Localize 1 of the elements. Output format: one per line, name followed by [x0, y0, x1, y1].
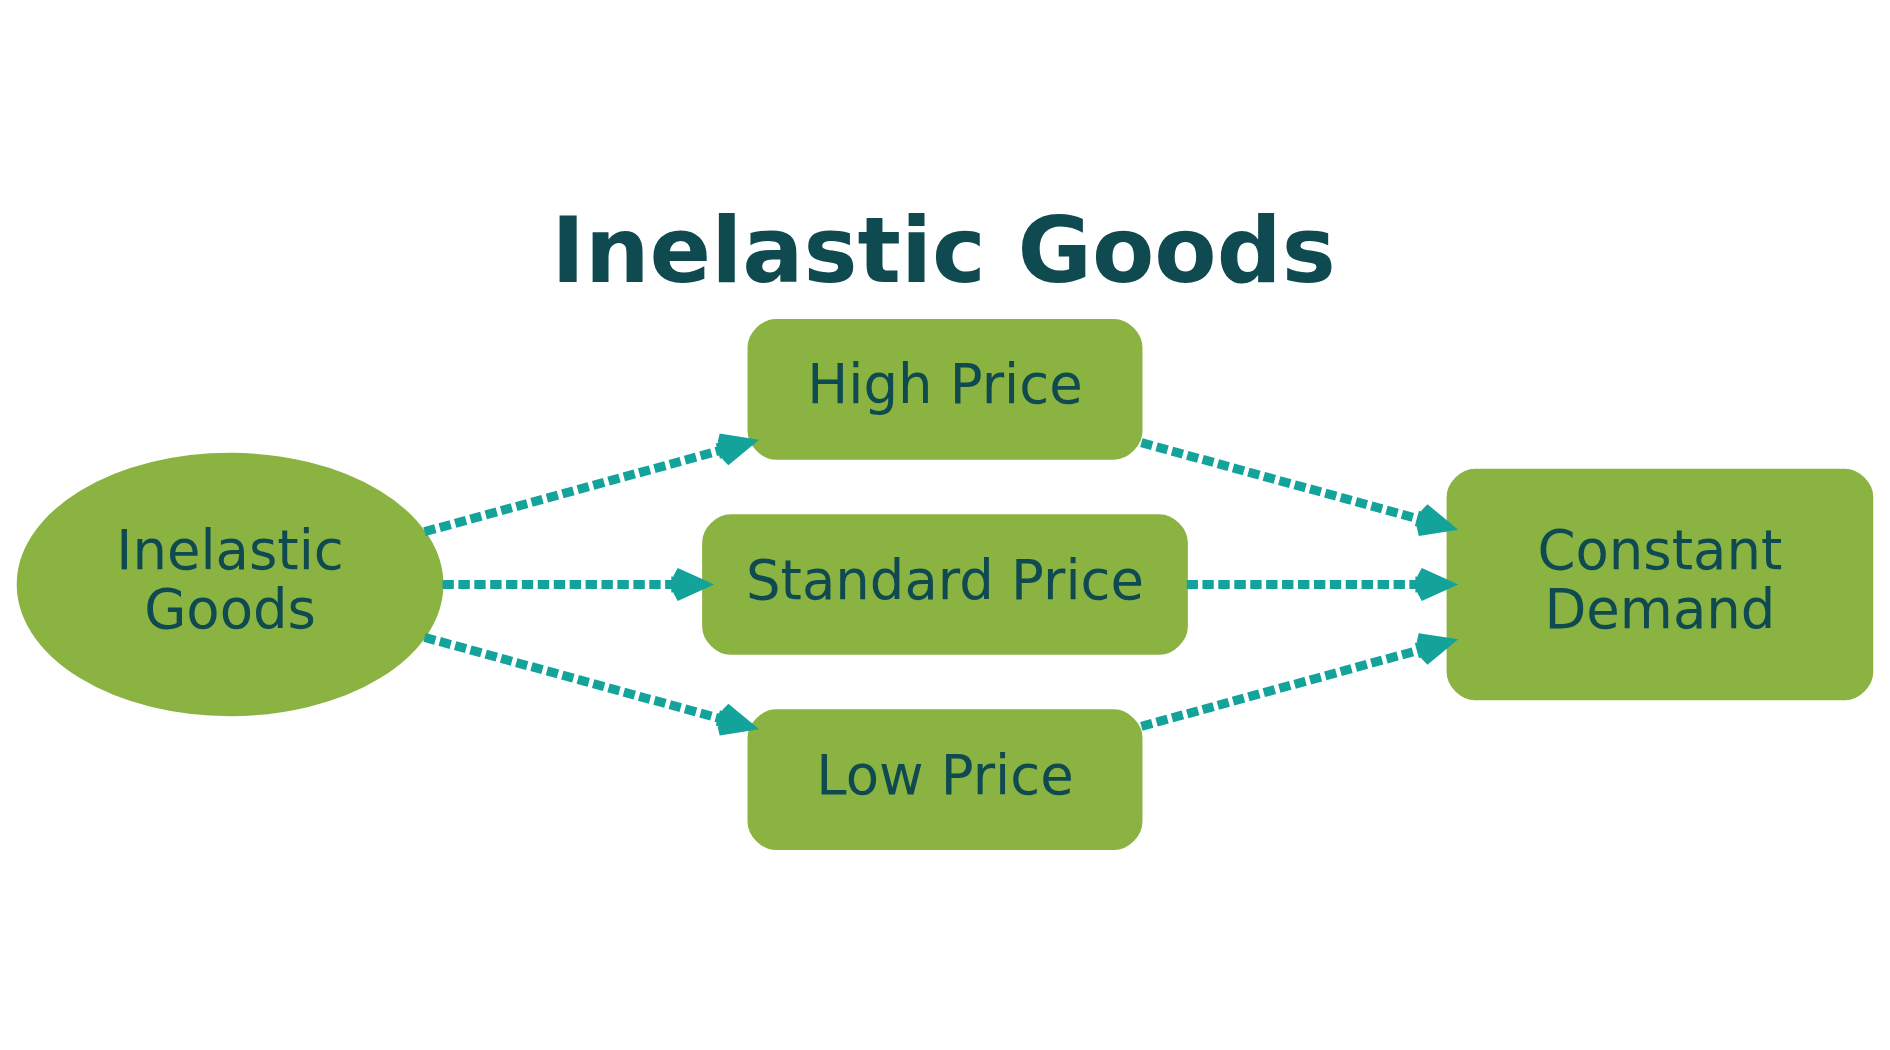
diagram-title: Inelastic Goods [551, 197, 1336, 303]
